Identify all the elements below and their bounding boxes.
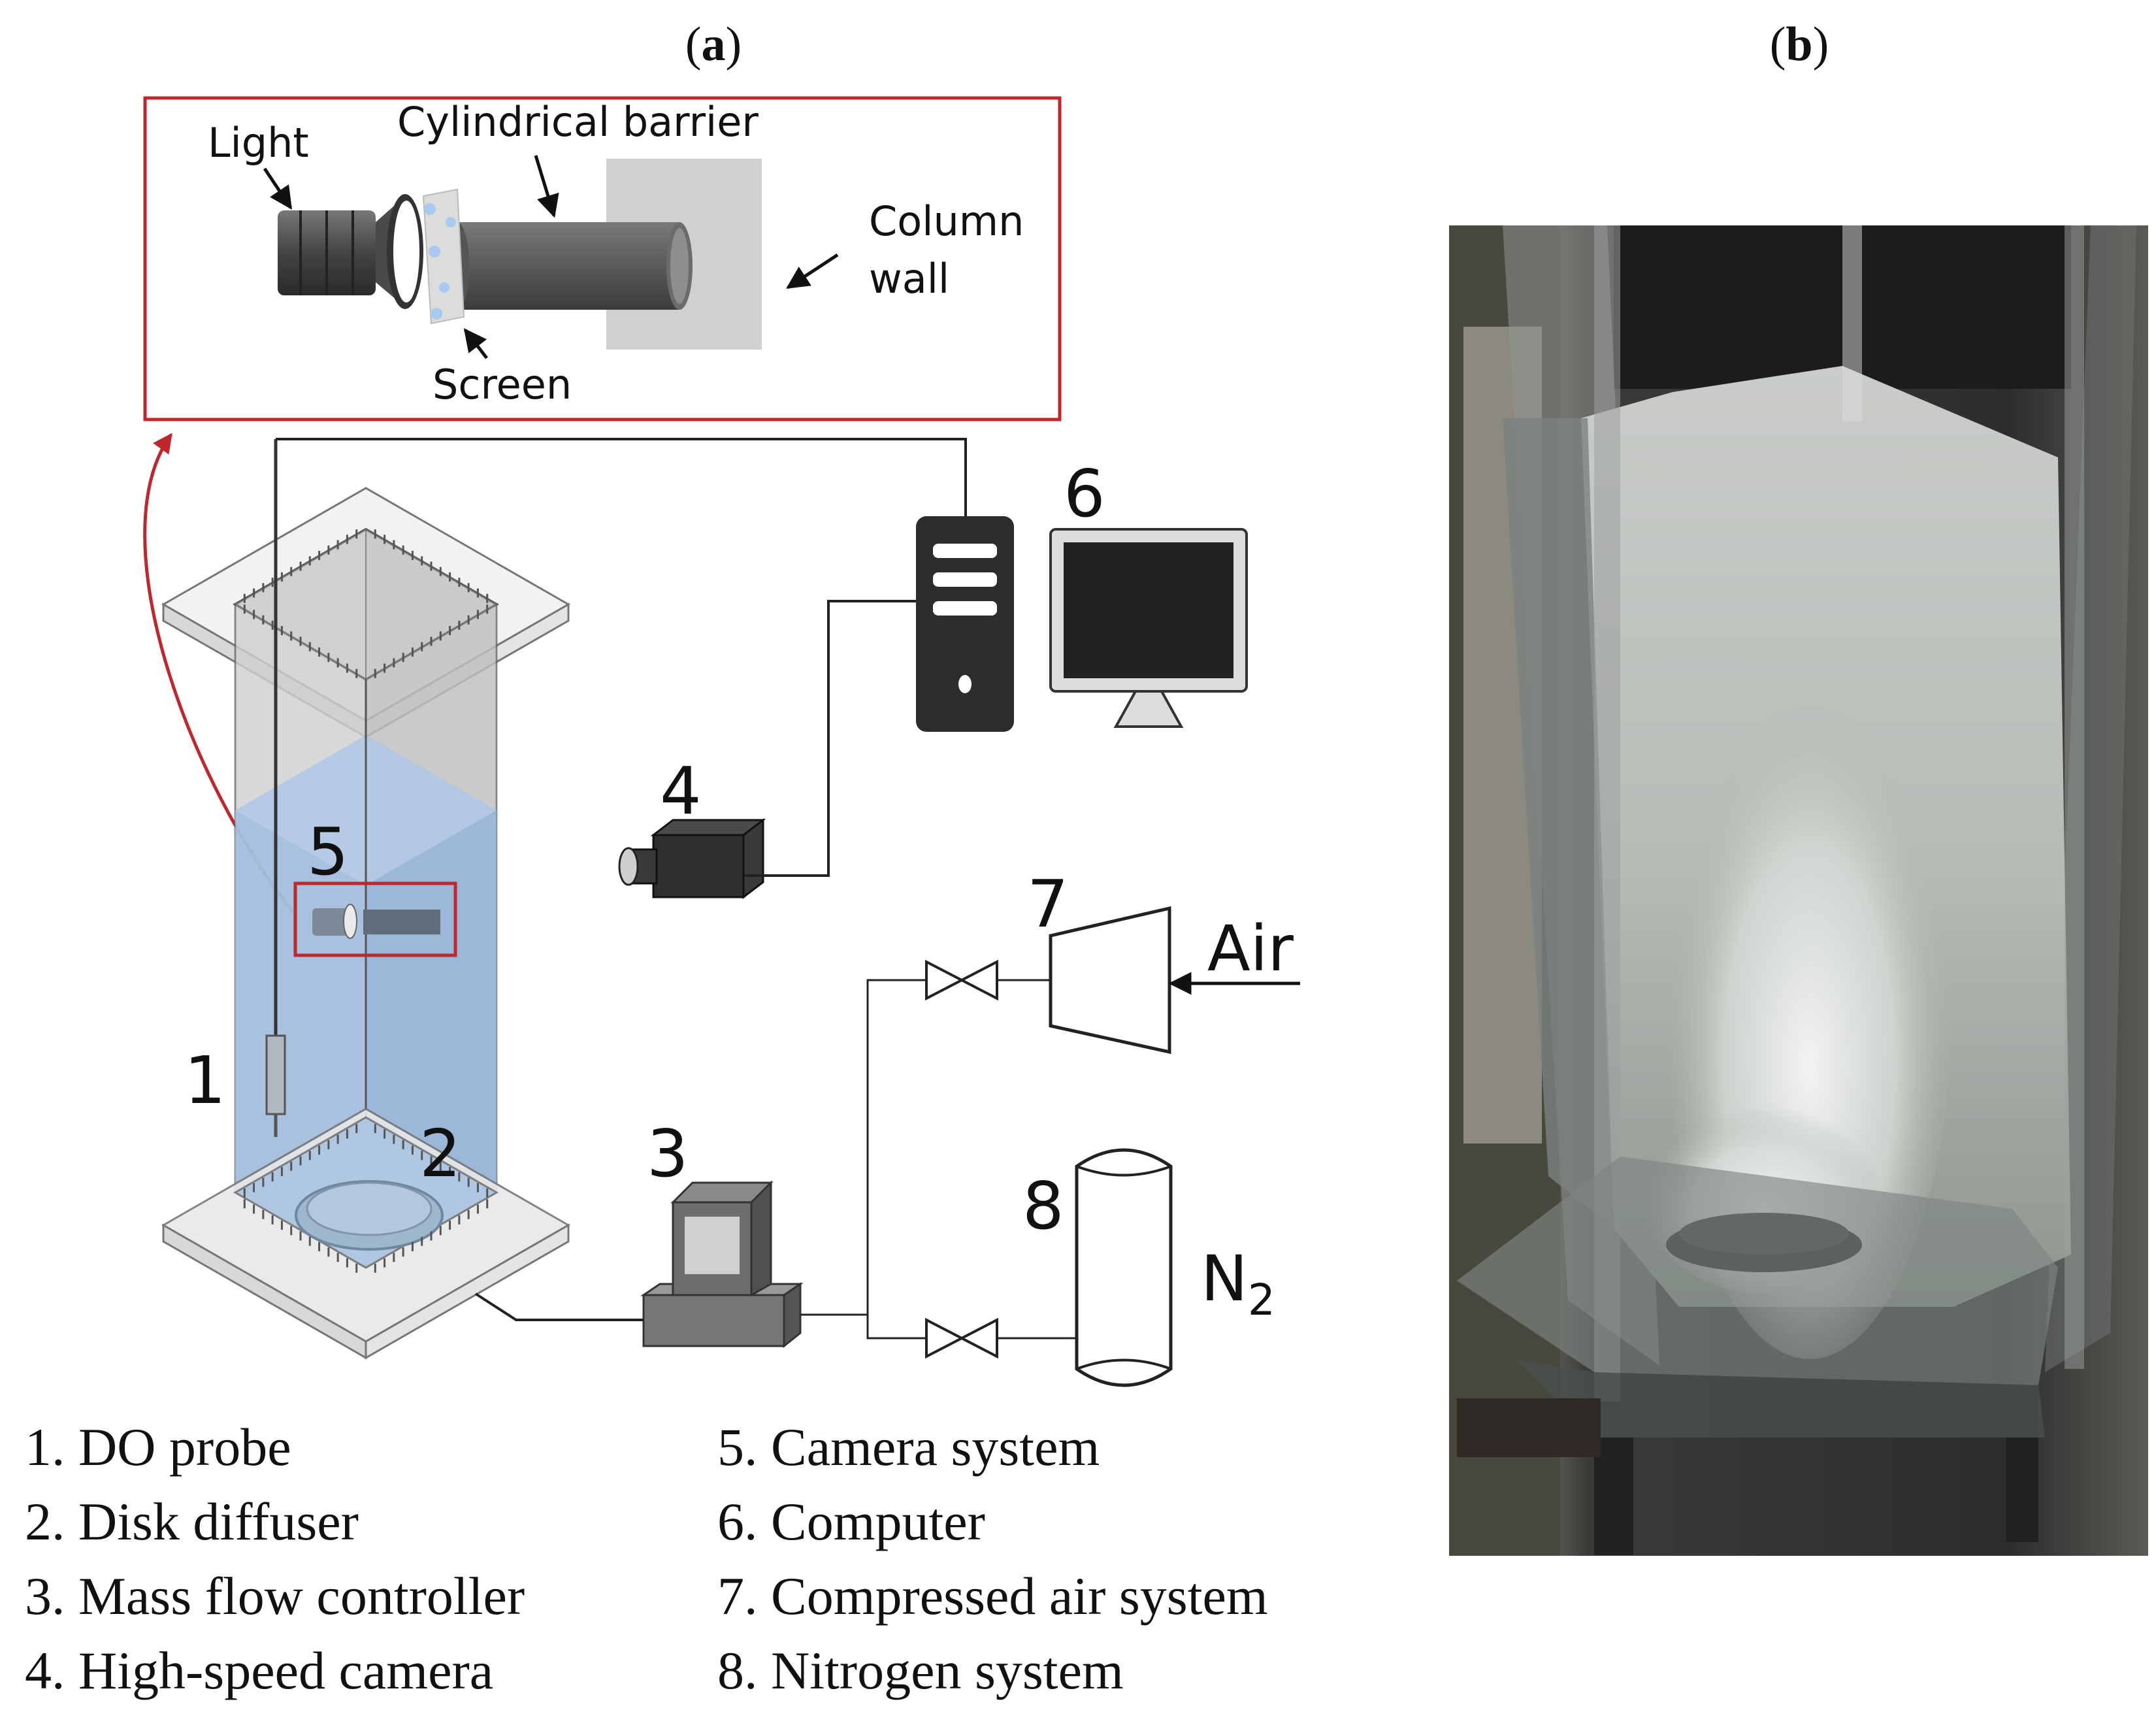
- label-1: 1: [184, 1042, 226, 1119]
- screen-arrow: [463, 328, 488, 359]
- panel-b-label: (b): [1770, 18, 1829, 71]
- air-label: Air: [1207, 912, 1294, 985]
- legend-item-8: 8. Nitrogen system: [717, 1641, 1124, 1700]
- n2-valve: [925, 1317, 998, 1359]
- screen-label: Screen: [433, 361, 572, 408]
- probe-cable: [276, 438, 967, 516]
- legend: 1. DO probe 2. Disk diffuser 3. Mass flo…: [25, 1417, 1268, 1700]
- light-arrow: [263, 167, 293, 210]
- gas-manifold: [800, 979, 926, 1316]
- computer: [916, 516, 1248, 732]
- experiment-photo: [1449, 225, 2148, 1556]
- camera-system: [293, 881, 457, 957]
- cylindrical-barrier: [446, 222, 693, 310]
- light-label: Light: [208, 119, 309, 167]
- air-valve: [925, 959, 998, 1001]
- column-wall-arrow: [786, 253, 839, 289]
- bubble-column: [161, 487, 571, 1360]
- high-speed-camera: [618, 817, 766, 900]
- label-8: 8: [1022, 1168, 1064, 1244]
- barrier-arrow: [534, 155, 559, 218]
- label-5: 5: [307, 814, 349, 890]
- legend-item-6: 6. Computer: [717, 1492, 985, 1551]
- legend-item-5: 5. Camera system: [717, 1417, 1100, 1477]
- screen: [422, 188, 465, 325]
- legend-item-3: 3. Mass flow controller: [25, 1566, 525, 1626]
- do-probe: [265, 439, 286, 1137]
- nitrogen-tank: [1075, 1148, 1173, 1387]
- n2-line: [866, 1315, 926, 1340]
- panel-a-label: (a): [685, 18, 742, 71]
- computer-monitor: [1049, 528, 1248, 728]
- label-7: 7: [1027, 866, 1069, 942]
- column-wall-label-1: Column: [869, 197, 1024, 245]
- legend-item-2: 2. Disk diffuser: [25, 1492, 359, 1551]
- camera-cable: [745, 600, 916, 877]
- n2-label: N2: [1201, 1242, 1275, 1325]
- air-compressor: [1049, 906, 1171, 1055]
- computer-tower: [916, 516, 1014, 732]
- legend-item-4: 4. High-speed camera: [25, 1641, 493, 1700]
- column-wall-label-2: wall: [869, 255, 949, 303]
- light-source: [278, 194, 423, 309]
- mass-flow-controller: [640, 1180, 804, 1349]
- mfc-to-column-line: [474, 1292, 644, 1321]
- barrier-label: Cylindrical barrier: [397, 98, 759, 146]
- legend-item-1: 1. DO probe: [25, 1417, 291, 1477]
- inset-detail: Light Cylindrical barrier Column wall Sc…: [143, 96, 1062, 421]
- label-6: 6: [1064, 455, 1105, 532]
- label-2: 2: [419, 1115, 461, 1192]
- label-4: 4: [660, 753, 702, 829]
- label-3: 3: [647, 1115, 689, 1192]
- legend-item-7: 7. Compressed air system: [717, 1566, 1268, 1626]
